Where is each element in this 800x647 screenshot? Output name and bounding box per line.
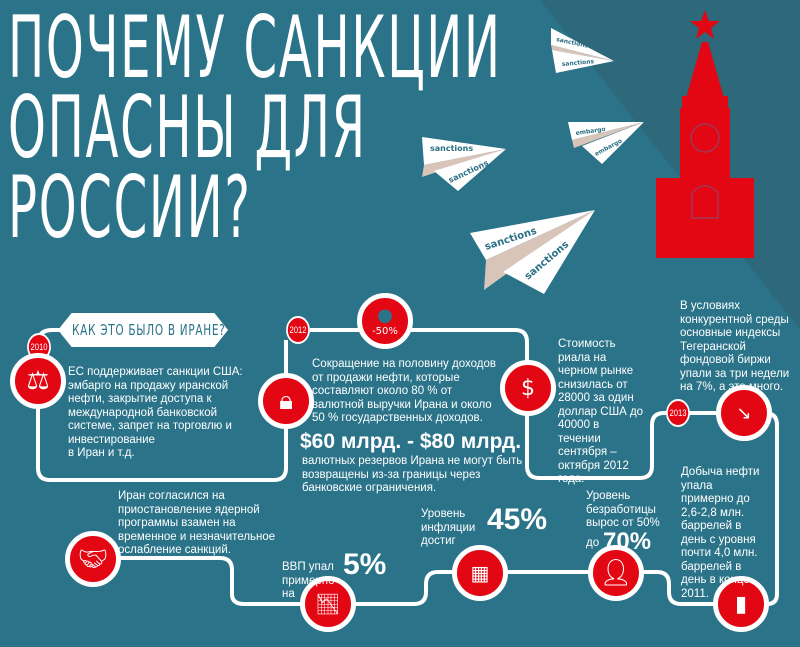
- title-line-3: РОССИИ?: [8, 158, 252, 258]
- rial-text: Стоимость риала на черном рынке снизилас…: [558, 338, 644, 485]
- kremlin-tower-icon: [656, 10, 754, 258]
- gdp-value: 5%: [343, 548, 387, 581]
- handshake-icon: 🤝︎: [65, 531, 121, 587]
- title-line-1: ПОЧЕМУ САНКЦИИ: [8, 0, 502, 98]
- nuclear-deal-text: Иран согласился на приостановление ядерн…: [118, 490, 276, 556]
- oil-drop-icon: ●-50%: [357, 293, 413, 349]
- title-line-2: ОПАСНЫ ДЛЯ: [8, 78, 367, 178]
- stock-decline-icon: ↘: [716, 385, 772, 441]
- paper-plane-icon: sanctions sanctions: [422, 137, 506, 191]
- reserves-text: валютных резервов Ирана не могут быть во…: [302, 455, 523, 494]
- gdp-decline-chart-icon: 📉︎: [300, 576, 356, 632]
- svg-text:sanctions: sanctions: [430, 144, 473, 153]
- stock-index-text: В условиях конкурентной среды основные и…: [680, 300, 790, 393]
- inflation-value: 45%: [487, 503, 548, 536]
- year-badge-2013: 2013: [666, 399, 690, 427]
- oil-barrel-icon: ▮: [713, 576, 769, 632]
- banner-label: КАК ЭТО БЫЛО В ИРАНЕ?: [72, 321, 226, 339]
- worker-icon: 👤︎: [588, 545, 644, 601]
- eu-sanctions-text: ЕС поддерживает санкции США: эмбарго на …: [68, 366, 243, 459]
- inflation-text: Уровень инфляции достиг: [421, 508, 476, 547]
- paper-plane-icon: embargo embargo: [568, 122, 644, 164]
- paper-plane-icon: sanctions sanctions: [551, 28, 614, 73]
- oil-revenue-text: Сокращение на половину доходов от продаж…: [312, 358, 496, 424]
- paper-plane-icon: sanctions sanctions: [470, 210, 595, 294]
- lock-icon: 🔒︎: [258, 373, 314, 429]
- unemployment-value: 70%: [603, 528, 652, 555]
- reserves-amount: $60 млрд. - $80 млрд.: [300, 430, 522, 453]
- unemployment-text: Уровень безработицы вырос от 50%: [586, 490, 660, 529]
- money-bricks-icon: ▦: [452, 545, 508, 601]
- gdp-text: ВВП упал примерно на: [282, 561, 335, 600]
- year-badge-2012: 2012: [286, 316, 310, 344]
- svg-text:embargo: embargo: [575, 126, 606, 137]
- gavel-icon: ⚖: [10, 353, 66, 409]
- banknote-icon: $: [500, 360, 556, 416]
- svg-text:sanctions: sanctions: [562, 58, 595, 68]
- oil-production-text: Добыча нефти упала примерно до 2,6-2,8 м…: [681, 466, 760, 600]
- section-banner: КАК ЭТО БЫЛО В ИРАНЕ?: [58, 313, 228, 347]
- oil-drop-badge: -50%: [372, 326, 398, 337]
- unemployment-to-label: до: [586, 537, 600, 549]
